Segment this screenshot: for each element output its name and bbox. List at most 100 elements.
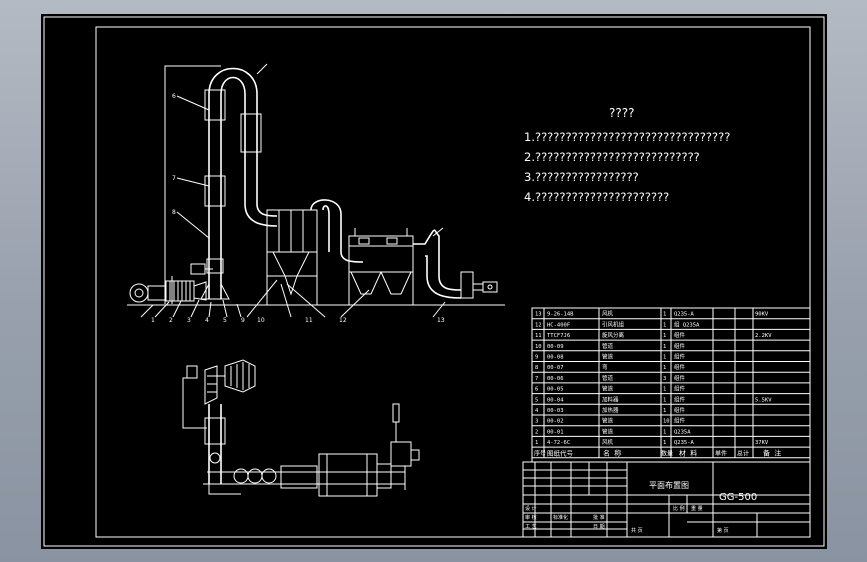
bom-cell-mat: 组件: [674, 406, 686, 414]
label-total-sheets: 共 页: [631, 527, 643, 534]
bom-cell-code: 00-05: [547, 387, 564, 393]
bom-cell-qty: 1: [663, 344, 666, 350]
bom-cell-qty: 3: [663, 376, 666, 382]
bom-cell-mat: 组 Q235A: [674, 320, 700, 328]
bom-header-mat: 材 料: [679, 448, 697, 457]
bom-cell-name: 加料器: [602, 395, 619, 403]
plan-bag-filter: [224, 359, 256, 393]
bom-cell-mat: 组件: [674, 417, 686, 425]
outer-frame: [43, 16, 825, 547]
bom-cell-qty: 1: [663, 429, 666, 435]
callout-8: 8: [172, 209, 176, 216]
note-line-1: 1.????????????????????????????????: [524, 130, 730, 144]
callout-9: 9: [241, 317, 245, 324]
bom-cell-qty: 1: [663, 397, 666, 403]
plan-fan: [390, 441, 412, 467]
label-scale: 比 例: [673, 505, 685, 512]
bom-header-name: 名 称: [603, 448, 621, 457]
bom-cell-mat: 组件: [674, 331, 686, 339]
bom-cell-qty: 10: [663, 419, 670, 425]
plan-view: [182, 359, 420, 497]
bom-cell-code: 00-07: [547, 365, 564, 371]
bom-cell-no: 9: [535, 355, 538, 361]
bom-cell-code: TTCF7J6: [547, 333, 570, 339]
elevation-view: 1 2 3 4 5 6 7 8 9 10 11 12 13: [127, 63, 505, 324]
bom-cell-code: 00-04: [547, 397, 564, 403]
bom-cell-mat: Q235A: [674, 429, 691, 435]
bom-cell-mat: 组件: [674, 363, 686, 371]
callout-5: 5: [223, 317, 227, 324]
bom-cell-name: 管道: [602, 385, 614, 393]
callout-7: 7: [172, 175, 176, 182]
bom-cell-qty: 1: [663, 322, 666, 328]
expansion-joint-right: [240, 113, 262, 153]
inner-border: [95, 26, 811, 538]
note-line-2: 2.???????????????????????????: [524, 150, 700, 164]
bom-cell-qty: 1: [663, 440, 666, 446]
bom-cell-code: 00-02: [547, 419, 564, 425]
bom-header-no: 序号: [534, 449, 546, 457]
bom-cell-rem: 90KV: [755, 312, 769, 318]
top-bend: [208, 67, 258, 95]
bom-cell-no: 5: [535, 397, 538, 403]
bom-cell-rem: 2.2KV: [755, 333, 772, 339]
bom-cell-name: 弯: [602, 363, 608, 371]
bom-cell-mat: 组件: [674, 353, 686, 361]
induced-fan: [460, 271, 474, 299]
bom-cell-qty: 1: [663, 408, 666, 414]
expansion-joint-mid: [204, 175, 226, 207]
bom-cell-mat: 组件: [674, 385, 686, 393]
callout-10: 10: [257, 317, 265, 324]
label-sheet-no: 第 页: [717, 527, 729, 534]
callout-3: 3: [187, 317, 191, 324]
callout-4: 4: [205, 317, 209, 324]
bom-cell-code: 4-72-6C: [547, 440, 570, 446]
bom-cell-mat: 组件: [674, 342, 686, 350]
label-weight: 重 量: [691, 505, 703, 512]
bom-cell-name: 管道: [602, 374, 614, 382]
bom-cell-qty: 1: [663, 355, 666, 361]
drawing-name: 平面布置图: [649, 480, 689, 490]
leader-lines: [140, 63, 446, 318]
bom-header-qty: 数量: [661, 449, 673, 457]
bom-cell-name: 管道: [602, 427, 614, 435]
bom-cell-no: 1: [535, 440, 538, 446]
bom-header-total: 总计: [737, 449, 749, 457]
bom-cell-mat: Q235-A: [674, 312, 695, 318]
callout-1: 1: [151, 317, 155, 324]
bom-cell-name: 引风机组: [602, 320, 625, 328]
bom-cell-no: 10: [535, 344, 542, 350]
bom-cell-mat: 组件: [674, 395, 686, 403]
bom-cell-no: 8: [535, 365, 538, 371]
callout-labels: 1 2 3 4 5 6 7 8 9 10 11 12 13: [151, 93, 445, 324]
label-process: 工 艺: [525, 524, 537, 530]
expansion-joint-top: [204, 89, 226, 121]
bom-cell-rem: 5.5KV: [755, 397, 772, 403]
bom-cell-no: 7: [535, 376, 538, 382]
bom-cell-no: 12: [535, 322, 542, 328]
bom-cell-no: 6: [535, 387, 538, 393]
plan-cyclone: [204, 365, 218, 405]
bom-cell-name: 风机: [602, 310, 614, 318]
callout-11: 11: [305, 317, 313, 324]
feeder: [190, 263, 206, 275]
bom-cell-name: 管道: [602, 353, 614, 361]
bom-header-unit: 单件: [715, 449, 727, 457]
bom-cell-no: 13: [535, 312, 542, 318]
bom-cell-code: 00-03: [547, 408, 564, 414]
support-frame: [164, 65, 221, 304]
drawing-canvas: 1 2 3 4 5 6 7 8 9 10 11 12 13: [43, 16, 825, 547]
callout-13: 13: [437, 317, 445, 324]
label-date: 日 期: [593, 524, 605, 530]
bom-cell-qty: 1: [663, 312, 666, 318]
note-line-4: 4.??????????????????????: [524, 190, 669, 204]
bom-cell-name: 旋风分离: [602, 331, 625, 339]
bom-cell-code: 00-06: [547, 376, 564, 382]
bom-cell-qty: 1: [663, 365, 666, 371]
note-line-3: 3.?????????????????: [524, 170, 639, 184]
bom-cell-no: 4: [535, 408, 539, 414]
bom-cell-code: 9-26-14B: [547, 312, 574, 318]
bom-cell-mat: Q235-A: [674, 440, 695, 446]
